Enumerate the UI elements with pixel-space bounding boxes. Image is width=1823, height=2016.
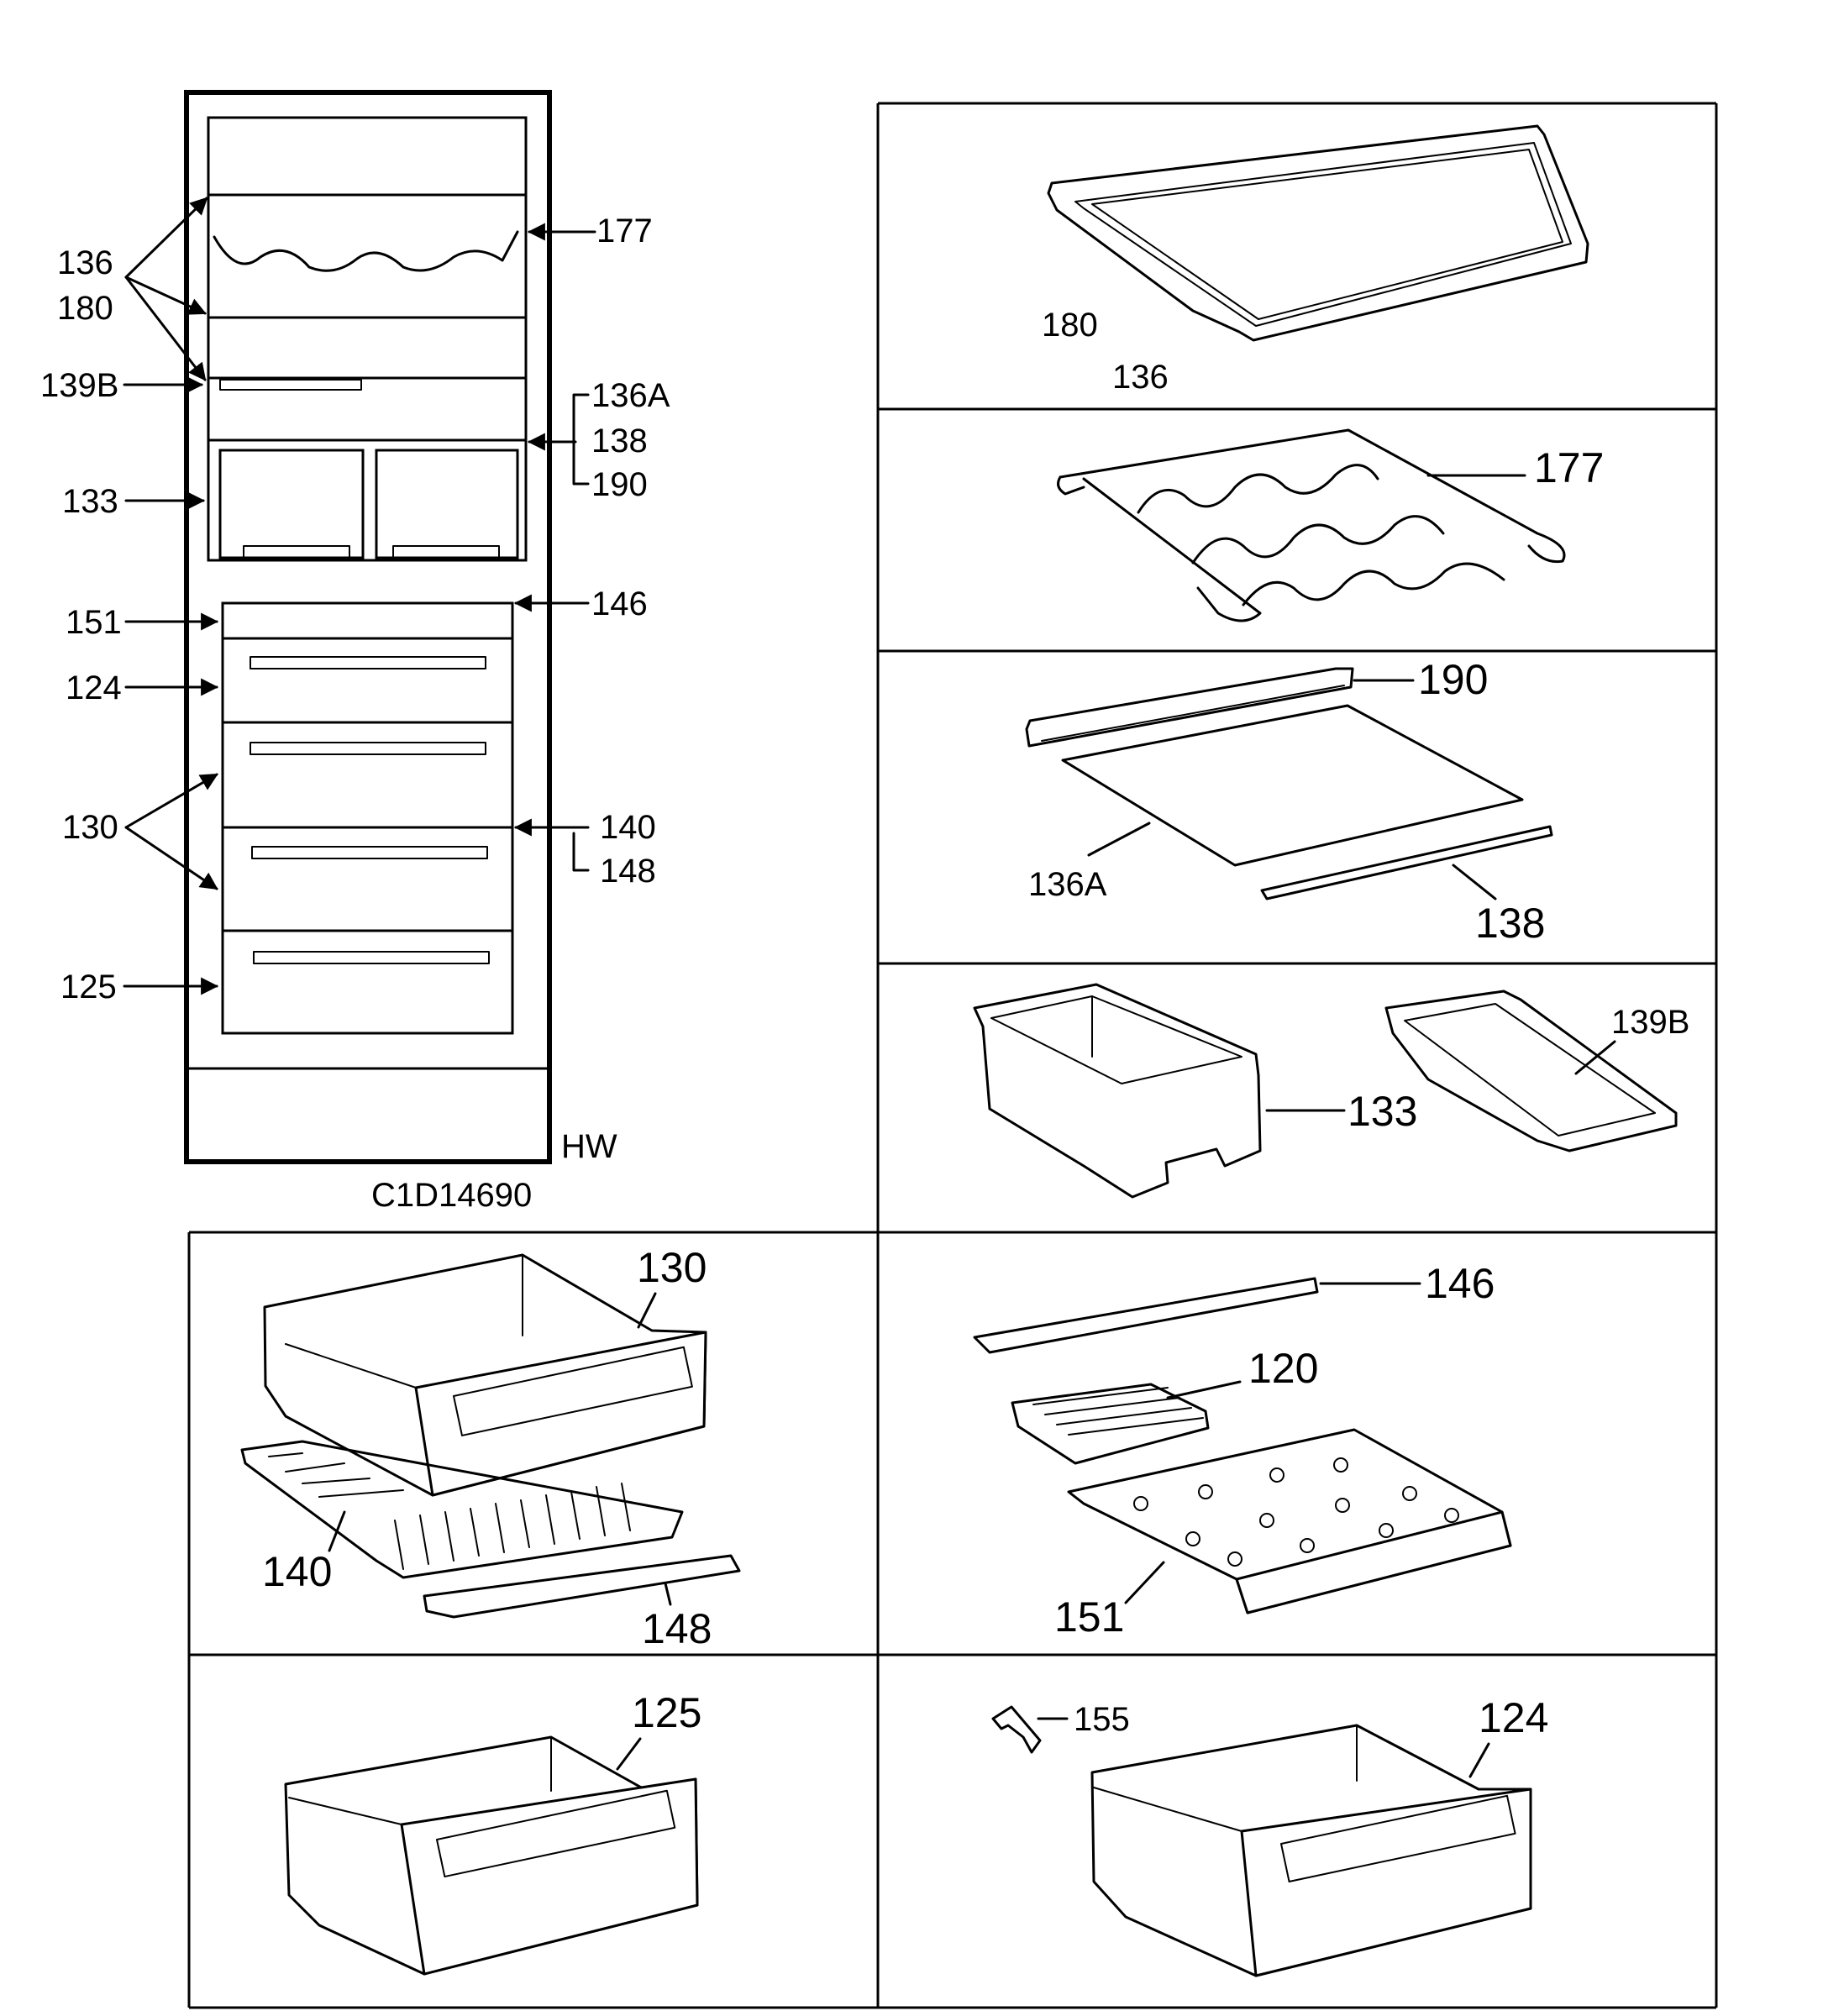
shelf-trim-190 — [1025, 667, 1354, 748]
shelf-front-138 — [1260, 825, 1553, 900]
label-155-panel: 155 — [1074, 1701, 1130, 1738]
label-177: 177 — [596, 213, 653, 249]
label-140: 140 — [600, 809, 656, 846]
overview-tray-139b — [219, 379, 362, 391]
tray-139b — [1384, 990, 1678, 1152]
overview-bin-right — [375, 449, 519, 559]
label-136a-panel: 136A — [1028, 866, 1107, 903]
label-124-panel: 124 — [1479, 1694, 1548, 1741]
panel-bins: 133 139B — [973, 983, 1689, 1199]
label-148: 148 — [600, 853, 656, 890]
overview-drawer-125-handle — [253, 951, 490, 964]
panel-drawer-125: 125 — [284, 1689, 701, 1976]
rail-146 — [973, 1277, 1319, 1354]
panel-glass-shelf: 190 136A 138 — [1025, 656, 1553, 947]
label-138: 138 — [591, 423, 648, 459]
label-125: 125 — [60, 969, 117, 1005]
overview-drawer-130b-handle — [251, 846, 488, 859]
ice-tray-120 — [1011, 1383, 1210, 1465]
label-130-panel: 130 — [637, 1244, 707, 1291]
drawing-number: C1D14690 — [371, 1177, 532, 1214]
fridge-upper-compartment — [207, 116, 528, 562]
label-120-panel: 120 — [1248, 1345, 1318, 1392]
label-180: 180 — [57, 290, 113, 327]
fridge-cabinet-outline — [184, 90, 552, 1164]
overview-wine-rack — [213, 230, 519, 272]
shelf-frame-180 — [1047, 124, 1589, 342]
drawer-rack-140 — [240, 1440, 684, 1579]
panel-grid — [187, 102, 1718, 2009]
label-125-panel: 125 — [632, 1689, 701, 1736]
fridge-overview: 136 180 177 139B 136A 138 190 133 151 14… — [40, 90, 670, 1214]
label-136a: 136A — [591, 377, 670, 414]
label-180-panel: 180 — [1042, 307, 1098, 344]
label-151-panel: 151 — [1054, 1593, 1124, 1641]
panel-drawer-rack: 130 140 148 — [240, 1244, 741, 1652]
label-139b: 139B — [40, 367, 118, 404]
wine-rack-177 — [1059, 428, 1566, 564]
label-146: 146 — [591, 585, 648, 622]
label-139b-panel: 139B — [1611, 1004, 1689, 1041]
panel-shelf-frame: 180 136 — [1042, 124, 1589, 396]
overview-drawer-130a-handle — [250, 742, 486, 755]
bin-133 — [973, 983, 1262, 1199]
panel-drawer-124: 155 124 — [991, 1694, 1548, 1977]
label-190: 190 — [591, 466, 648, 503]
glass-shelf-136a — [1061, 704, 1524, 867]
label-151: 151 — [66, 604, 122, 641]
panel-freezer-tray: 146 120 151 — [973, 1260, 1512, 1641]
label-177-panel: 177 — [1534, 444, 1604, 491]
label-124: 124 — [66, 669, 122, 706]
panel-wine-rack: 177 — [1057, 428, 1604, 622]
clip-155 — [991, 1705, 1042, 1754]
label-136: 136 — [57, 244, 113, 281]
label-133-panel: 133 — [1348, 1088, 1417, 1135]
overview-drawer-124-handle — [250, 656, 486, 669]
label-133: 133 — [62, 483, 118, 520]
label-148-panel: 148 — [642, 1605, 712, 1652]
label-140-panel: 140 — [262, 1548, 332, 1595]
model-code: HW — [561, 1128, 617, 1165]
label-136-panel: 136 — [1112, 359, 1169, 396]
label-190-panel: 190 — [1418, 656, 1488, 703]
label-138-panel: 138 — [1475, 900, 1545, 947]
overview-bin-left — [218, 449, 365, 559]
label-130: 130 — [62, 809, 118, 846]
fridge-lower-compartment — [221, 601, 514, 1035]
label-146-panel: 146 — [1425, 1260, 1495, 1307]
rack-support-148 — [423, 1554, 741, 1619]
